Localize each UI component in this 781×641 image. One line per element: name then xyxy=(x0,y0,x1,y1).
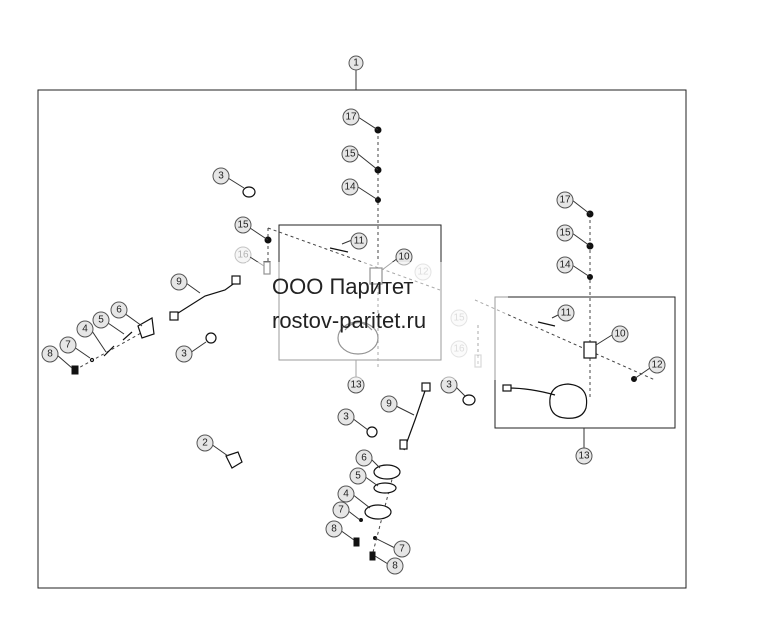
grommet-3b-icon xyxy=(205,332,217,344)
callout-4-left: 4 xyxy=(76,320,94,338)
svg-text:8: 8 xyxy=(392,561,398,572)
bracket-2-icon xyxy=(225,451,243,469)
screw-8a-icon xyxy=(353,537,360,547)
callout-8-bottom-b: 8 xyxy=(386,557,404,575)
svg-text:14: 14 xyxy=(344,182,356,193)
callout-14-top: 14 xyxy=(341,178,359,196)
callout-16-left: 16 xyxy=(234,246,252,264)
svg-text:3: 3 xyxy=(218,171,224,182)
svg-text:9: 9 xyxy=(176,277,182,288)
svg-text:5: 5 xyxy=(98,315,104,326)
svg-text:13: 13 xyxy=(578,451,590,462)
svg-text:3: 3 xyxy=(446,380,452,391)
svg-text:7: 7 xyxy=(65,340,71,351)
watermark: ООО Паритет rostov-paritet.ru xyxy=(272,270,512,338)
svg-text:16: 16 xyxy=(237,250,249,261)
svg-text:15: 15 xyxy=(344,149,356,160)
callout-3-left: 3 xyxy=(175,345,193,363)
svg-text:3: 3 xyxy=(343,412,349,423)
callout-17-right: 17 xyxy=(556,191,574,209)
svg-text:4: 4 xyxy=(82,324,88,335)
callout-2: 2 xyxy=(196,434,214,452)
callout-13-right: 13 xyxy=(575,447,593,465)
callout-5-bottom: 5 xyxy=(349,467,367,485)
wire-harness-left xyxy=(169,275,241,321)
callout-9-left: 9 xyxy=(170,273,188,291)
svg-text:9: 9 xyxy=(386,399,392,410)
callout-15-right: 15 xyxy=(556,224,574,242)
assembly-frame xyxy=(37,89,687,589)
svg-text:7: 7 xyxy=(338,505,344,516)
wire-harness-bottom xyxy=(399,382,431,451)
lamp-housing-6-icon xyxy=(373,464,401,480)
callout-3-top: 3 xyxy=(212,167,230,185)
callout-8-bottom-a: 8 xyxy=(325,520,343,538)
callout-17-top: 17 xyxy=(342,108,360,126)
callout-11-right: 11 xyxy=(557,304,575,322)
grommet-3a-icon xyxy=(242,186,256,198)
svg-text:14: 14 xyxy=(559,260,571,271)
grommet-3d-icon xyxy=(462,394,476,406)
svg-text:13: 13 xyxy=(350,380,362,391)
callout-6-left: 6 xyxy=(110,301,128,319)
svg-text:3: 3 xyxy=(181,349,187,360)
callout-7-bottom-b: 7 xyxy=(393,540,411,558)
svg-text:12: 12 xyxy=(651,360,663,371)
svg-text:8: 8 xyxy=(47,349,53,360)
callout-9-bottom: 9 xyxy=(380,395,398,413)
watermark-background xyxy=(246,262,508,380)
callout-7-bottom-a: 7 xyxy=(332,501,350,519)
callout-15-top: 15 xyxy=(341,145,359,163)
callout-10-right: 10 xyxy=(611,325,629,343)
grommet-3c-icon xyxy=(366,426,378,438)
callout-6-bottom: 6 xyxy=(355,449,373,467)
svg-text:17: 17 xyxy=(345,112,357,123)
svg-text:7: 7 xyxy=(399,544,405,555)
callout-10-left: 10 xyxy=(395,248,413,266)
callout-3-bottom: 3 xyxy=(337,408,355,426)
callout-14-right: 14 xyxy=(556,256,574,274)
svg-text:1: 1 xyxy=(353,58,359,69)
watermark-company: ООО Паритет xyxy=(272,274,414,299)
svg-text:6: 6 xyxy=(116,305,122,316)
svg-text:17: 17 xyxy=(559,195,571,206)
callout-15-left: 15 xyxy=(234,216,252,234)
svg-text:5: 5 xyxy=(355,471,361,482)
callout-4-bottom: 4 xyxy=(337,485,355,503)
svg-text:15: 15 xyxy=(559,228,571,239)
callout-3-right: 3 xyxy=(440,376,458,394)
callout-11-left: 11 xyxy=(350,232,368,250)
callout-7-left: 7 xyxy=(59,336,77,354)
callout-1: 1 xyxy=(348,55,364,71)
svg-text:10: 10 xyxy=(614,329,626,340)
callout-8-left: 8 xyxy=(41,345,59,363)
watermark-url: rostov-paritet.ru xyxy=(272,308,427,333)
svg-text:8: 8 xyxy=(331,524,337,535)
svg-text:11: 11 xyxy=(561,308,572,319)
gasket-5-icon xyxy=(373,482,397,494)
svg-text:15: 15 xyxy=(237,220,249,231)
callout-12-right: 12 xyxy=(648,356,666,374)
lens-4-icon xyxy=(364,504,392,520)
svg-text:6: 6 xyxy=(361,453,367,464)
svg-text:11: 11 xyxy=(354,236,365,247)
svg-text:2: 2 xyxy=(202,438,208,449)
callout-5-left: 5 xyxy=(92,311,110,329)
headlamp-right xyxy=(502,321,597,419)
screw-8b-icon xyxy=(369,551,376,561)
svg-text:4: 4 xyxy=(343,489,349,500)
svg-text:10: 10 xyxy=(398,252,410,263)
lamp-assembly-left xyxy=(71,317,155,375)
